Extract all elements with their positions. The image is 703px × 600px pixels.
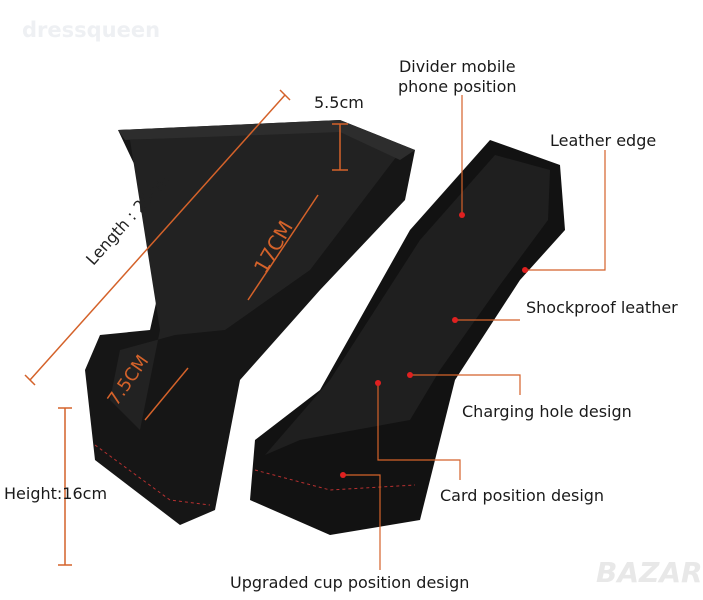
callout-dot — [340, 472, 346, 478]
left-organizer-inner — [110, 130, 400, 430]
callout-leather-edge: Leather edge — [550, 131, 657, 150]
watermark-dressqueen: dressqueen — [22, 18, 161, 42]
dimension-lines — [24, 89, 348, 566]
callout-cup-position: Upgraded cup position design — [230, 573, 470, 592]
length-end-tick — [279, 89, 291, 101]
callout-card-position: Card position design — [440, 486, 605, 505]
width-label: 5.5cm — [314, 93, 364, 112]
callout-dot — [522, 267, 528, 273]
callout-dots — [340, 212, 528, 478]
callout-dot — [459, 212, 465, 218]
length-end-tick — [24, 374, 36, 386]
callout-charging-hole: Charging hole design — [462, 402, 632, 421]
right-stitching — [254, 469, 416, 491]
callout-dot — [375, 380, 381, 386]
short-dimension-line — [144, 367, 189, 421]
callout-leaders — [343, 95, 606, 570]
height-label: Height:16cm — [4, 484, 108, 503]
left-stitching — [94, 444, 211, 506]
leader-leather-edge — [525, 150, 606, 271]
callout-shockproof: Shockproof leather — [526, 298, 678, 317]
watermark-bazar: BAZAR — [596, 556, 703, 589]
callout-divider: Divider mobile phone position — [398, 57, 517, 96]
right-organizer-inner — [265, 155, 550, 455]
leader-card-position — [377, 383, 461, 480]
long-dimension-line — [247, 194, 319, 301]
leader-charging-hole — [410, 374, 521, 395]
leader-cup-position — [343, 474, 381, 570]
callout-dot — [452, 317, 458, 323]
callout-dot — [407, 372, 413, 378]
length-dimension-line — [29, 94, 286, 381]
